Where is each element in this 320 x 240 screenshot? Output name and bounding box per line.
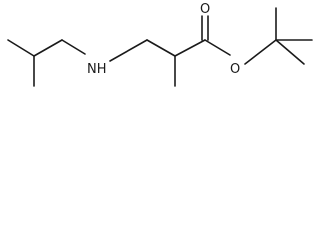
bond-carbonyl-ester-o — [204, 39, 231, 56]
bond-ch2-alpha-carbon — [146, 39, 176, 57]
chemical-structure: NH O O — [7, 2, 313, 87]
bond-ester-o-quaternary-c — [244, 39, 277, 65]
bond-nitrogen-ch2 — [109, 39, 148, 62]
bond-isobutyl-methyl-top — [7, 39, 35, 57]
bond-tbutyl-methyl-down — [275, 39, 305, 65]
ester-o-label: O — [230, 62, 240, 77]
amine-n-label: NH — [87, 62, 107, 77]
bond-alpha-carbonyl — [174, 39, 206, 57]
bond-isobutyl-ch-ch2 — [33, 39, 63, 57]
bond-ch2-nitrogen — [61, 39, 86, 55]
carbonyl-o-label: O — [200, 2, 210, 17]
